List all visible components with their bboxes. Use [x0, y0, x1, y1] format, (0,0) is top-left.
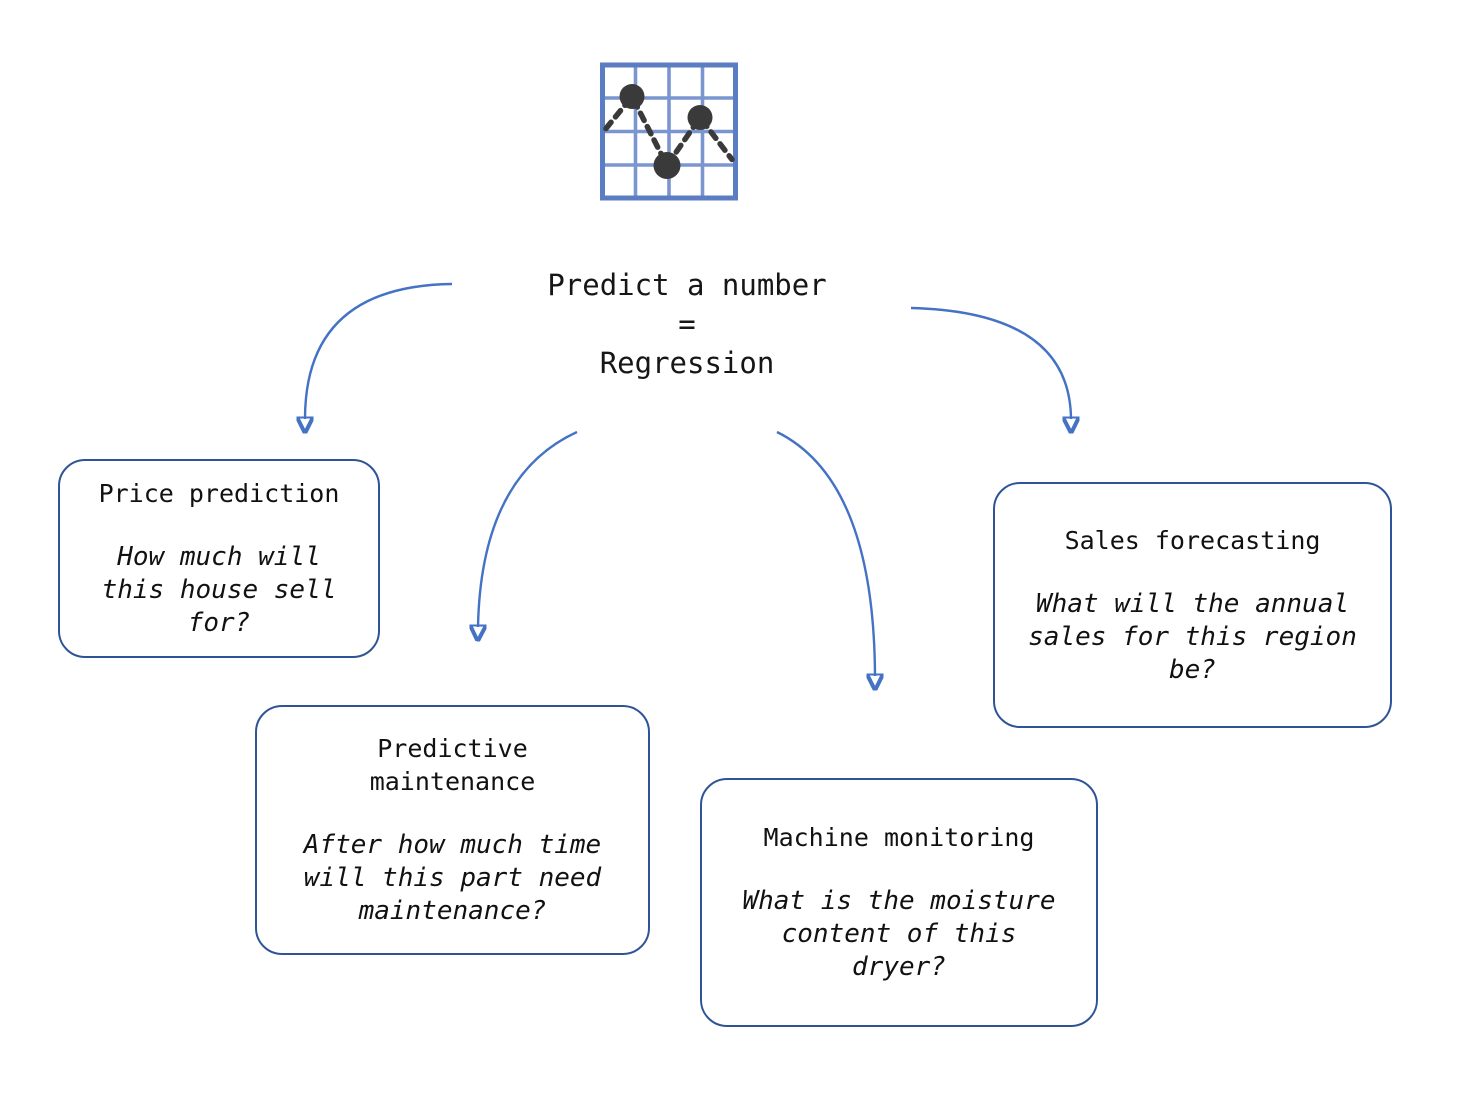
- arrow-to-predictive-maintenance: [478, 430, 578, 627]
- box-title: Sales forecasting: [1064, 525, 1321, 555]
- box-title: Price prediction: [98, 479, 340, 508]
- box-question: What is the moisture content of this dry…: [742, 886, 1056, 982]
- data-series: [603, 84, 735, 179]
- box-price-prediction: Price prediction How much will this hous…: [58, 459, 380, 658]
- arrow-to-price-prediction: [305, 282, 453, 419]
- diagram-title: Predict a number = Regression: [547, 268, 827, 380]
- box-machine-monitoring: Machine monitoring What is the moisture …: [700, 778, 1098, 1027]
- arrow-to-machine-monitoring: [776, 430, 875, 676]
- line-chart-icon: [600, 62, 738, 201]
- box-sales-forecasting: Sales forecasting What will the annual s…: [993, 482, 1392, 728]
- box-title: Predictive maintenance: [369, 734, 536, 796]
- box-title: Machine monitoring: [763, 823, 1035, 852]
- box-question: After how much time will this part need …: [303, 830, 602, 926]
- box-predictive-maintenance: Predictive maintenance After how much ti…: [255, 705, 650, 955]
- box-question: How much will this house sell for?: [101, 542, 337, 638]
- box-question: What will the annual sales for this regi…: [1028, 588, 1357, 685]
- arrow-to-sales-forecasting: [910, 306, 1071, 419]
